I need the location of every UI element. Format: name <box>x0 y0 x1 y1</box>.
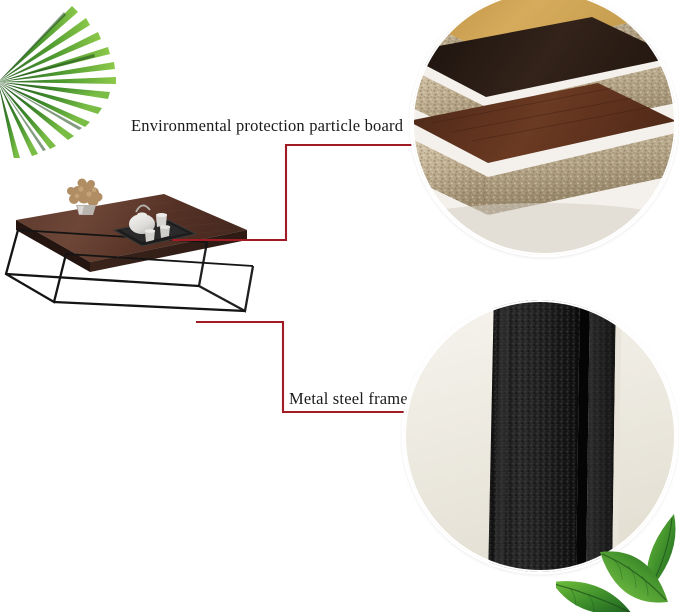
palm-frond-icon <box>0 6 126 158</box>
green-leaves-icon <box>556 506 679 612</box>
callout-label-metal-frame: Metal steel frame <box>289 389 408 408</box>
callout-label-particle-board: Environmental protection particle board <box>131 116 404 135</box>
inset-particle-board-closeup <box>412 0 676 255</box>
coffee-table-product-image <box>2 168 292 328</box>
inset-metal-frame-closeup <box>404 300 676 572</box>
